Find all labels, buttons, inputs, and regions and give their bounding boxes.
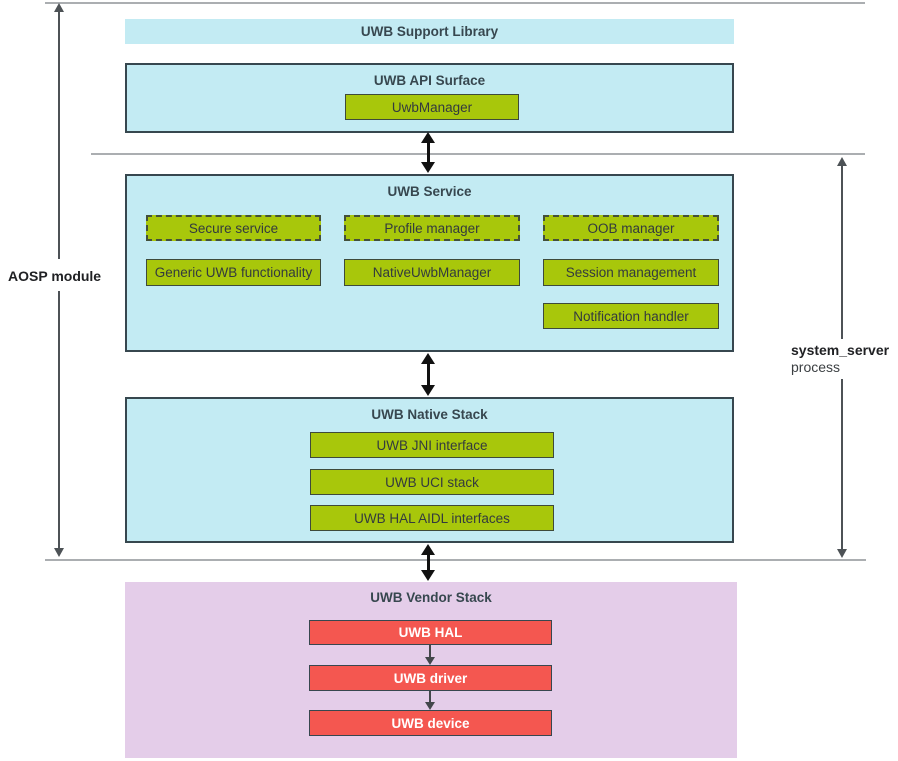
driver-device-arrow xyxy=(429,691,431,703)
uwb-api-surface-title: UWB API Surface xyxy=(373,73,486,88)
uwb-uci-stack-label: UWB UCI stack xyxy=(385,474,479,490)
driver-device-arrowhead xyxy=(425,702,435,710)
secure-service-chip: Secure service xyxy=(146,215,321,241)
generic-uwb-functionality-chip: Generic UWB functionality xyxy=(146,259,321,286)
uwb-vendor-stack-title: UWB Vendor Stack xyxy=(370,590,492,605)
uwb-hal-aidl-interfaces-chip: UWB HAL AIDL interfaces xyxy=(310,505,554,531)
uwb-device-label: UWB device xyxy=(391,715,470,731)
uwb-hal-aidl-interfaces-label: UWB HAL AIDL interfaces xyxy=(354,510,510,526)
aosp-span-line-lower xyxy=(58,291,60,549)
native-vendor-double-arrow xyxy=(421,544,435,581)
aosp-span-line-upper xyxy=(58,11,60,259)
oob-manager-label: OOB manager xyxy=(587,220,675,236)
uwb-support-library-bar: UWB Support Library xyxy=(125,19,734,44)
native-uwb-manager-chip: NativeUwbManager xyxy=(344,259,520,286)
system-server-label-process: process xyxy=(791,359,841,375)
uwb-hal-label: UWB HAL xyxy=(398,625,463,640)
session-management-chip: Session management xyxy=(543,259,719,286)
system-server-span-arrowhead-bottom xyxy=(837,549,847,558)
system-server-process-label: system_server process xyxy=(789,339,892,379)
system-server-span-arrowhead-top xyxy=(837,157,847,166)
uwb-native-stack-box: UWB Native Stack UWB JNI interface UWB U… xyxy=(125,397,734,543)
api-service-double-arrow xyxy=(421,132,435,173)
notification-handler-label: Notification handler xyxy=(573,308,689,324)
uwbmanager-chip-label: UwbManager xyxy=(391,99,473,115)
secure-service-label: Secure service xyxy=(188,220,279,236)
uwb-device-chip: UWB device xyxy=(309,710,552,736)
uwb-jni-interface-chip: UWB JNI interface xyxy=(310,432,554,458)
uwb-vendor-stack-box: UWB Vendor Stack UWB HAL UWB driver UWB … xyxy=(125,582,737,758)
native-uwb-manager-label: NativeUwbManager xyxy=(372,265,492,280)
oob-manager-chip: OOB manager xyxy=(543,215,719,241)
system-server-span-line-lower xyxy=(841,377,843,550)
session-management-label: Session management xyxy=(565,265,697,280)
aosp-module-label: AOSP module xyxy=(6,265,104,288)
service-native-double-arrow xyxy=(421,353,435,396)
aosp-module-label-text: AOSP module xyxy=(8,268,102,284)
system-server-span-line-upper xyxy=(841,165,843,341)
uwb-service-box: UWB Service Secure service Profile manag… xyxy=(125,174,734,352)
uwb-hal-chip: UWB HAL xyxy=(309,620,552,645)
uwbmanager-chip: UwbManager xyxy=(345,94,519,120)
aosp-span-arrowhead-top xyxy=(54,3,64,12)
hal-driver-arrow xyxy=(429,645,431,658)
hal-driver-arrowhead xyxy=(425,657,435,665)
uwb-support-library-title: UWB Support Library xyxy=(360,24,499,39)
system-server-label-bold: system_server xyxy=(791,342,890,358)
uwb-uci-stack-chip: UWB UCI stack xyxy=(310,469,554,495)
aosp-span-arrowhead-bottom xyxy=(54,548,64,557)
vendor-boundary-line xyxy=(45,559,866,561)
uwb-driver-label: UWB driver xyxy=(393,670,468,686)
profile-manager-chip: Profile manager xyxy=(344,215,520,241)
uwb-jni-interface-label: UWB JNI interface xyxy=(376,437,488,453)
notification-handler-chip: Notification handler xyxy=(543,303,719,329)
profile-manager-label: Profile manager xyxy=(384,220,480,236)
generic-uwb-functionality-label: Generic UWB functionality xyxy=(154,265,313,280)
uwb-driver-chip: UWB driver xyxy=(309,665,552,691)
uwb-service-title: UWB Service xyxy=(387,184,472,199)
uwb-native-stack-title: UWB Native Stack xyxy=(371,407,488,422)
system-server-top-boundary-line xyxy=(91,153,865,155)
top-boundary-line xyxy=(45,2,865,4)
uwb-api-surface-box: UWB API Surface UwbManager xyxy=(125,63,734,133)
